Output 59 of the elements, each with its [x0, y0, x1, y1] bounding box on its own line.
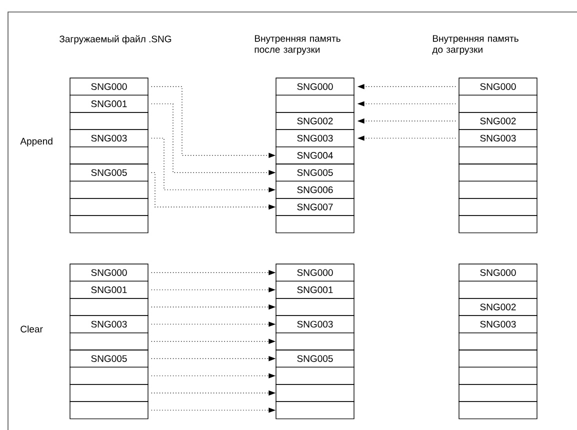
empty-cell: [70, 366, 148, 385]
memory-cell: SNG000: [276, 264, 354, 282]
empty-cell: [70, 298, 148, 316]
empty-cell: [458, 180, 538, 199]
mode-label: Clear: [20, 326, 43, 332]
empty-cell: [458, 280, 538, 299]
empty-cell: [276, 384, 354, 402]
memory-cell: SNG005: [70, 350, 148, 368]
memory-cell: SNG004: [276, 146, 354, 164]
memory-cell: SNG003: [276, 315, 354, 334]
empty-cell: [458, 198, 538, 216]
empty-cell: [70, 180, 148, 199]
empty-cell: [70, 215, 148, 234]
empty-cell: [70, 146, 148, 164]
empty-cell: [70, 332, 148, 350]
memory-cell: SNG000: [70, 264, 148, 282]
memory-cell: SNG000: [70, 78, 148, 96]
empty-cell: [458, 332, 538, 350]
memory-cell: SNG006: [276, 180, 354, 199]
empty-cell: [70, 384, 148, 402]
empty-cell: [458, 350, 538, 368]
memory-cell: SNG005: [70, 164, 148, 182]
empty-cell: [458, 384, 538, 402]
memory-cell: SNG001: [70, 280, 148, 299]
empty-cell: [276, 215, 354, 234]
empty-cell: [458, 366, 538, 385]
column-heading: Внутренняя память после загрузки: [254, 35, 340, 55]
empty-cell: [276, 401, 354, 420]
memory-cell: SNG000: [458, 264, 538, 282]
empty-cell: [276, 332, 354, 350]
empty-cell: [70, 198, 148, 216]
memory-cell: SNG000: [276, 78, 354, 96]
memory-cell: SNG001: [70, 94, 148, 113]
empty-cell: [276, 298, 354, 316]
memory-cell: SNG002: [458, 298, 538, 316]
column-heading: Внутренняя память до загрузки: [432, 35, 518, 55]
memory-cell: SNG003: [70, 129, 148, 148]
empty-cell: [276, 94, 354, 113]
memory-cell: SNG007: [276, 198, 354, 216]
column-heading: Загружаемый файл .SNG: [60, 35, 172, 44]
empty-cell: [276, 366, 354, 385]
memory-cell: SNG003: [70, 315, 148, 334]
empty-cell: [70, 401, 148, 420]
memory-cell: SNG002: [458, 112, 538, 130]
memory-cell: SNG000: [458, 78, 538, 96]
empty-cell: [458, 215, 538, 234]
empty-cell: [458, 146, 538, 164]
memory-cell: SNG003: [276, 129, 354, 148]
mode-label: Append: [20, 138, 52, 146]
memory-cell: SNG003: [458, 315, 538, 334]
memory-cell: SNG001: [276, 280, 354, 299]
memory-cell: SNG005: [276, 164, 354, 182]
memory-cell: SNG002: [276, 112, 354, 130]
empty-cell: [458, 401, 538, 420]
empty-cell: [70, 112, 148, 130]
empty-cell: [458, 164, 538, 182]
memory-cell: SNG003: [458, 129, 538, 148]
memory-cell: SNG005: [276, 350, 354, 368]
empty-cell: [458, 94, 538, 113]
